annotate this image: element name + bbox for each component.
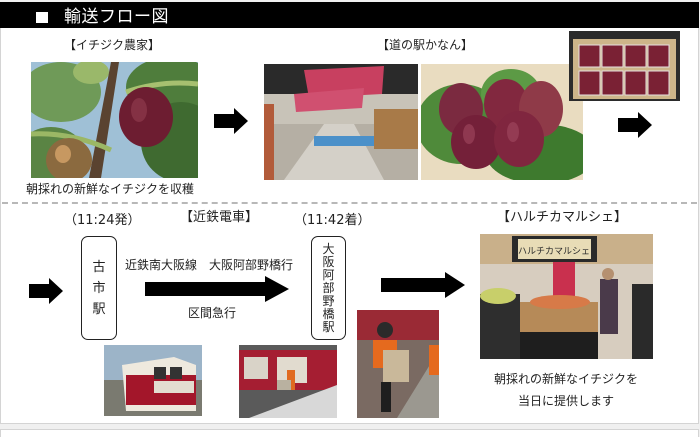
station-char: 阿: [322, 267, 335, 282]
station-char: 野: [322, 293, 335, 308]
farm-heading: 【イチジク農家】: [64, 38, 161, 52]
origin-station-furuichi: 古 市 駅: [81, 236, 117, 340]
arrival-time: （11:42着）: [294, 213, 371, 228]
destination-station-osaka-abenobashi: 大 阪 阿 部 野 橋 駅: [311, 236, 346, 340]
train-line-label: 近鉄南大阪線 大阪阿部野橋行: [125, 258, 294, 272]
kintetsu-train-photo: [104, 345, 202, 416]
station-char: 駅: [92, 301, 106, 317]
title-bar: 輸送フロー図: [0, 2, 699, 28]
station-char: 大: [322, 241, 335, 256]
train-service-label: 区間急行: [188, 306, 237, 320]
svg-text:ハルチカマルシェ: ハルチカマルシェ: [518, 246, 590, 257]
page-title: 輸送フロー図: [64, 7, 169, 27]
station-char: 部: [322, 280, 335, 295]
packed-figs-crate-photo: [569, 31, 680, 101]
station-char: 阪: [322, 254, 335, 269]
station-char: 古: [92, 259, 106, 275]
station-char: 橋: [322, 306, 335, 321]
figs-on-leaves-photo: [421, 64, 583, 180]
harukas-marche-store-photo: ハルチカマルシェ: [480, 234, 653, 359]
market-caption-line2: 当日に提供します: [518, 394, 615, 408]
next-page-edge: [0, 429, 699, 437]
roadside-station-store-photo: [264, 64, 418, 180]
unloading-figs-staff-photo: [357, 310, 439, 418]
white-square-icon: [36, 12, 48, 23]
fig-tree-photo: [31, 62, 198, 178]
right-arrow-icon: [618, 112, 652, 138]
right-arrow-icon: [381, 272, 465, 298]
station-char: 市: [92, 280, 106, 296]
market-caption-line1: 朝採れの新鮮なイチジクを: [494, 372, 639, 386]
right-arrow-icon: [214, 108, 248, 134]
right-arrow-icon: [29, 278, 63, 304]
market-heading: 【ハルチカマルシェ】: [497, 210, 628, 225]
train-heading: 【近鉄電車】: [180, 210, 259, 225]
departure-time: （11:24発）: [64, 213, 141, 228]
loading-figs-onto-train-photo: [239, 345, 337, 418]
roadside-station-heading: 【道の駅かなん】: [377, 38, 474, 52]
station-char: 駅: [322, 319, 335, 334]
farm-caption: 朝採れの新鮮なイチジクを収穫: [26, 182, 195, 196]
long-right-arrow-icon: [145, 276, 289, 302]
section-divider: [2, 202, 697, 204]
